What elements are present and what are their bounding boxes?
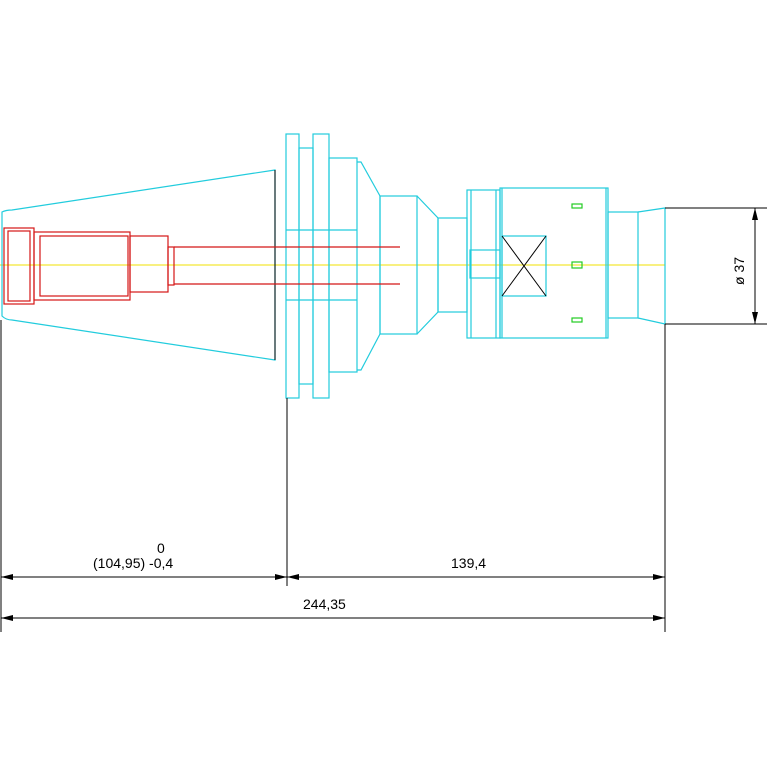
- dimension-diameter: ø 37: [731, 257, 747, 285]
- collet-insert: [3, 227, 400, 305]
- clamping-nut: [466, 187, 609, 339]
- dimension-lines: [0, 207, 767, 632]
- dimension-left-lower: (104,95) -0,4: [93, 555, 173, 571]
- collar: [357, 161, 468, 371]
- dimension-left-upper: 0: [157, 540, 165, 556]
- dimension-total: 244,35: [303, 596, 346, 612]
- taper-cone: [1, 169, 276, 361]
- dimension-right: 139,4: [451, 555, 486, 571]
- flange: [285, 133, 358, 399]
- shank-end: [607, 207, 666, 325]
